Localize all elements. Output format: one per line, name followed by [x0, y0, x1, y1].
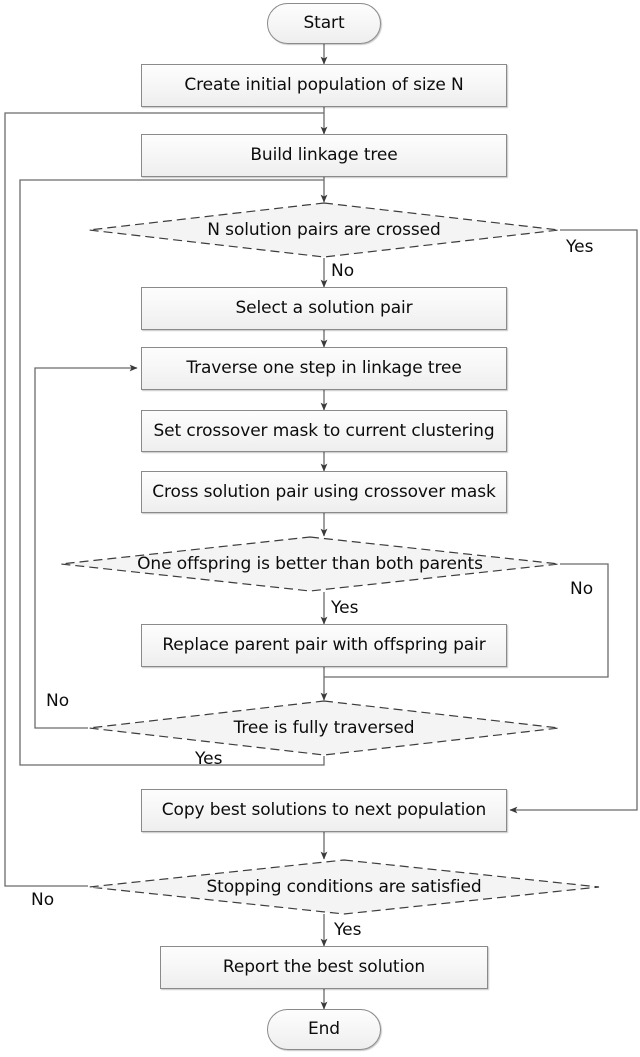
edge-label-better-yes: Yes — [331, 598, 359, 618]
node-stopping-conditions[interactable]: Stopping conditions are satisfied — [88, 859, 600, 915]
node-n-solution-pairs-crossed[interactable]: N solution pairs are crossed — [88, 202, 560, 258]
edge-label-ncrossed-yes: Yes — [566, 237, 594, 257]
node-traverse-one-step-label: Traverse one step in linkage tree — [186, 358, 462, 378]
node-tree-fully-traversed-label: Tree is fully traversed — [233, 717, 415, 738]
node-n-solution-pairs-crossed-label: N solution pairs are crossed — [207, 219, 441, 240]
node-report-best-solution[interactable]: Report the best solution — [160, 946, 488, 989]
node-select-solution-pair[interactable]: Select a solution pair — [141, 287, 507, 330]
node-copy-best-solutions-label: Copy best solutions to next population — [161, 800, 487, 820]
decision-shape — [60, 536, 560, 592]
node-copy-best-solutions[interactable]: Copy best solutions to next population — [141, 789, 507, 832]
edge-label-fulltrav-no: No — [46, 691, 70, 711]
edge-label-stopping-no: No — [31, 890, 55, 910]
node-create-initial-population[interactable]: Create initial population of size N — [141, 64, 507, 107]
node-replace-parent-pair-label: Replace parent pair with offspring pair — [162, 635, 486, 655]
node-replace-parent-pair[interactable]: Replace parent pair with offspring pair — [141, 624, 507, 667]
node-stopping-conditions-label: Stopping conditions are satisfied — [206, 876, 482, 897]
node-set-crossover-mask[interactable]: Set crossover mask to current clustering — [141, 410, 507, 452]
decision-shape — [88, 859, 600, 915]
node-build-linkage-tree-label: Build linkage tree — [250, 145, 398, 165]
node-start-label: Start — [303, 13, 345, 33]
edge-better-no-loop — [324, 563, 609, 678]
node-cross-solution-pair-label: Cross solution pair using crossover mask — [152, 481, 496, 502]
edge-fulltrav-yes-loop — [19, 179, 325, 766]
node-create-initial-population-label: Create initial population of size N — [184, 75, 464, 95]
node-cross-solution-pair[interactable]: Cross solution pair using crossover mask — [141, 471, 507, 513]
decision-shape — [88, 202, 560, 258]
edge-stopping-no-loop — [4, 112, 324, 887]
node-end[interactable]: End — [267, 1009, 381, 1050]
node-report-best-solution-label: Report the best solution — [222, 957, 426, 977]
edge-label-stopping-yes: Yes — [334, 920, 362, 940]
edge-label-better-no: No — [570, 579, 594, 599]
node-select-solution-pair-label: Select a solution pair — [235, 298, 413, 318]
node-offspring-better-label: One offspring is better than both parent… — [137, 553, 483, 574]
node-set-crossover-mask-label: Set crossover mask to current clustering — [153, 420, 495, 441]
node-start[interactable]: Start — [267, 3, 381, 44]
edge-label-fulltrav-yes: Yes — [195, 749, 223, 769]
node-end-label: End — [307, 1019, 340, 1039]
node-offspring-better[interactable]: One offspring is better than both parent… — [60, 536, 560, 592]
node-build-linkage-tree[interactable]: Build linkage tree — [141, 134, 507, 177]
edge-ncrossed-yes-loop — [509, 229, 638, 814]
node-traverse-one-step[interactable]: Traverse one step in linkage tree — [141, 347, 507, 390]
edge-fulltrav-no-loop — [34, 364, 138, 729]
node-tree-fully-traversed[interactable]: Tree is fully traversed — [88, 700, 560, 756]
decision-shape — [88, 700, 560, 756]
edge-label-ncrossed-no: No — [331, 261, 355, 281]
